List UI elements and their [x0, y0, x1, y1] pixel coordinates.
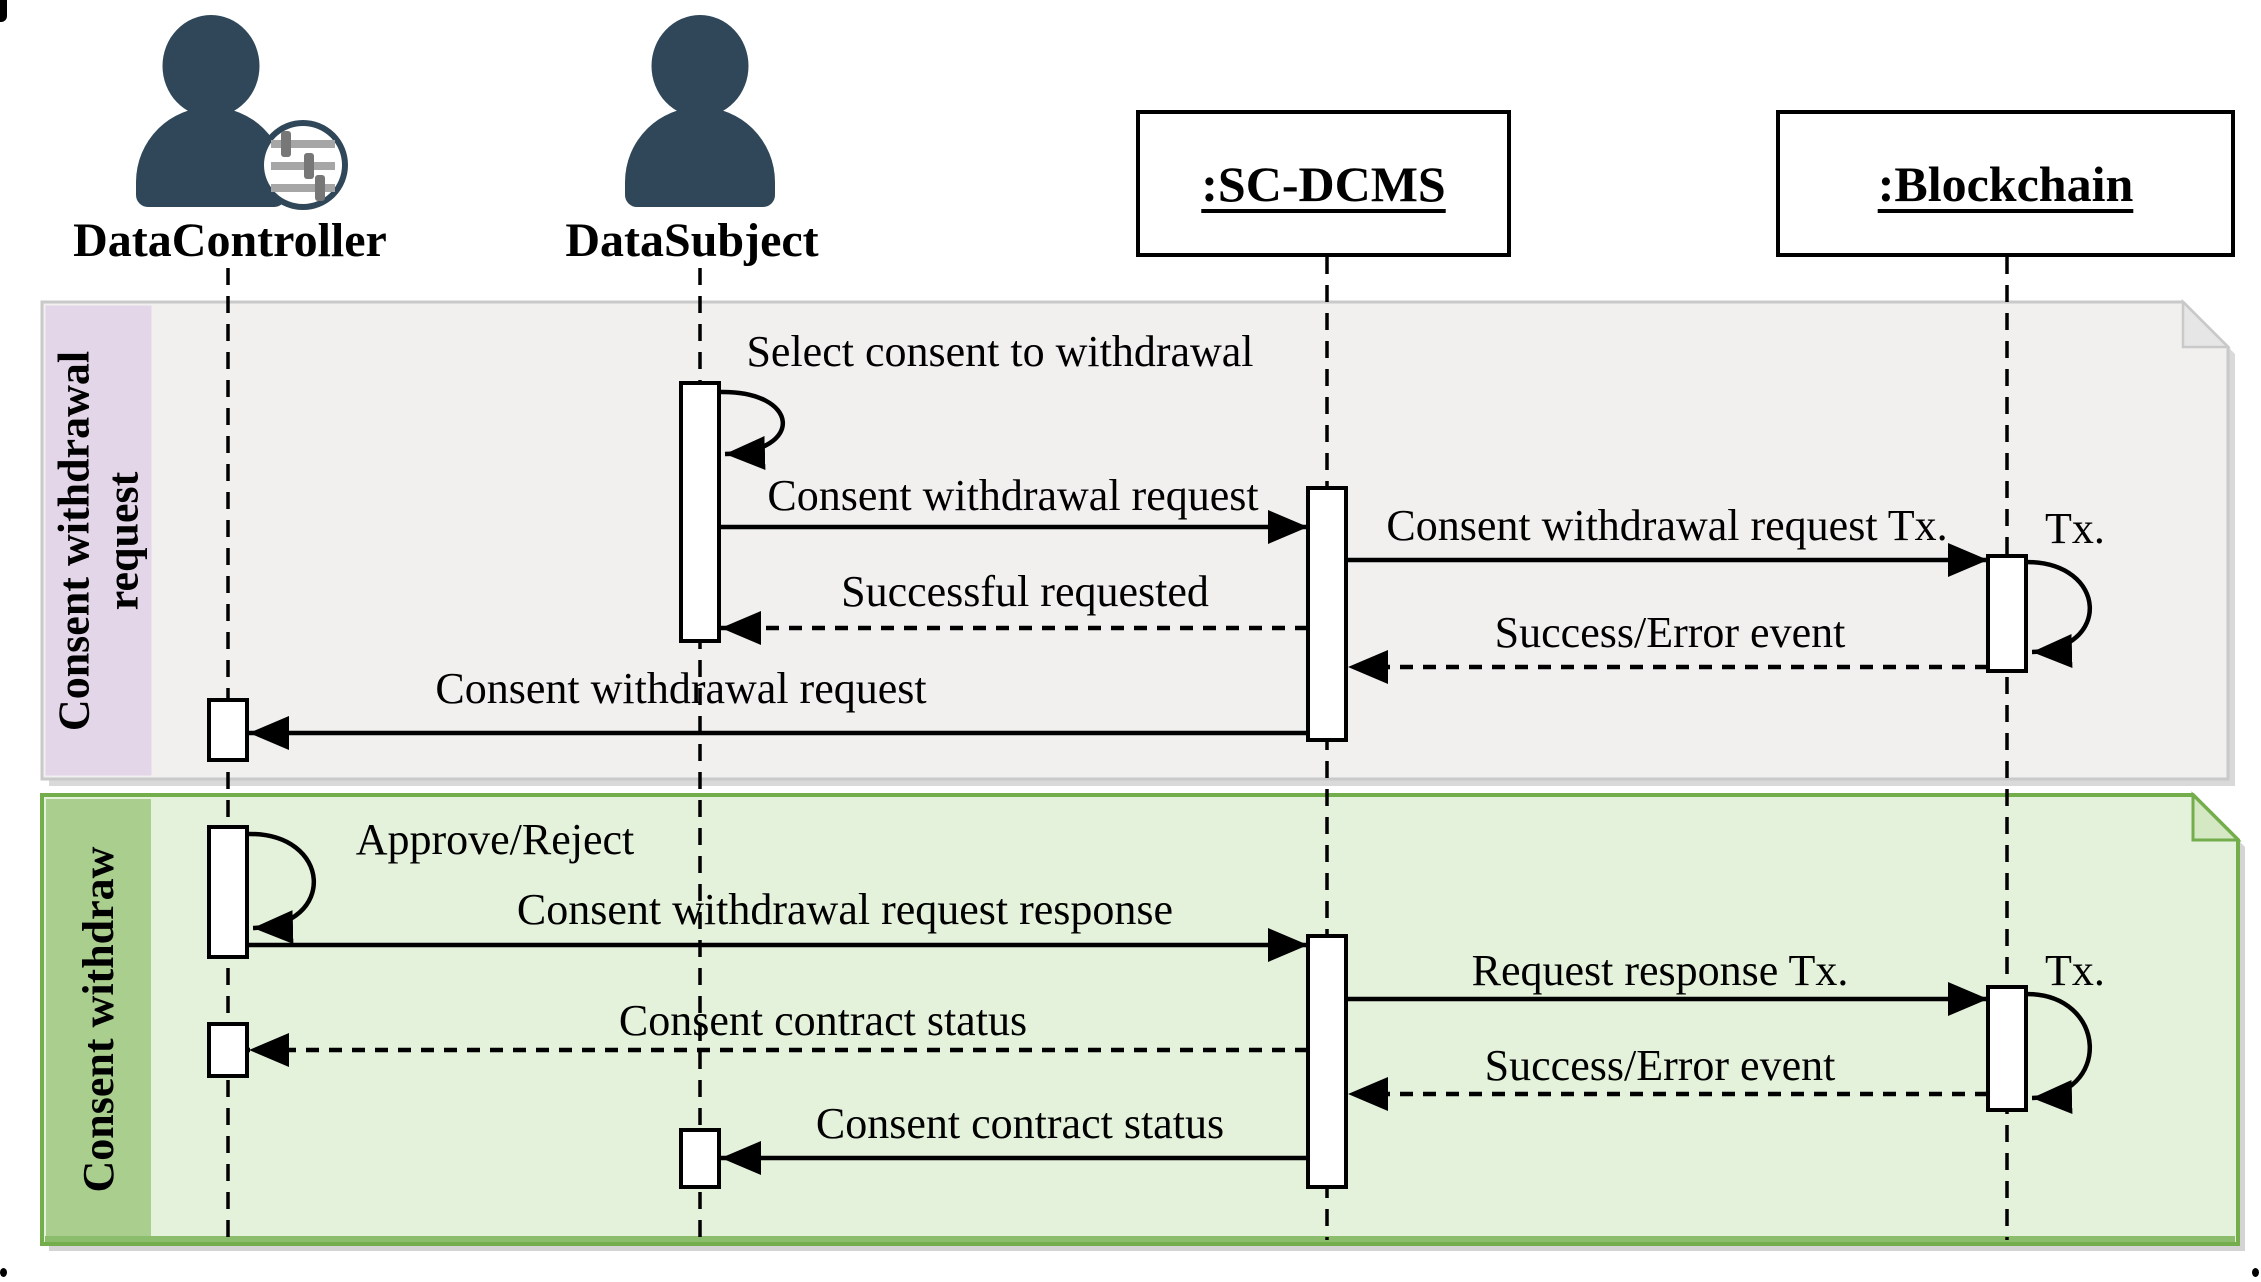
frame2-label-strip — [46, 799, 151, 1240]
data-subject-label: DataSubject — [565, 214, 819, 267]
activation-data-controller-2 — [207, 825, 249, 959]
message-approve-reject: Approve/Reject — [355, 815, 635, 864]
corner-artifact — [0, 1268, 7, 1277]
frame1-label: Consent withdrawal request — [49, 350, 148, 732]
blockchain-label: :Blockchain — [1877, 155, 2134, 212]
slider-handle-icon — [304, 153, 315, 179]
person-head-icon — [651, 15, 749, 117]
sc-dcms-label: :SC-DCMS — [1201, 155, 1446, 212]
sc-dcms-object-box: :SC-DCMS — [1136, 110, 1511, 257]
message-successful-requested: Successful requested — [841, 567, 1209, 616]
data-controller-label: DataController — [73, 214, 387, 267]
corner-artifact — [2252, 1268, 2259, 1277]
activation-blockchain-2 — [1986, 985, 2028, 1112]
activation-blockchain-1 — [1986, 554, 2028, 673]
data-controller-actor-icon — [136, 15, 286, 207]
message-select-consent: Select consent to withdrawal — [746, 327, 1254, 376]
arrow-tx-self-2 — [2025, 991, 2093, 1114]
frame2-label: Consent withdraw — [73, 846, 123, 1193]
slider-handle-icon — [281, 131, 292, 157]
message-tx-1: Tx. — [2045, 504, 2105, 553]
message-success-error-1: Success/Error event — [1494, 608, 1846, 657]
message-success-error-2: Success/Error event — [1484, 1041, 1836, 1090]
message-withdrawal-request: Consent withdrawal request — [767, 471, 1259, 520]
message-withdrawal-request-response: Consent withdrawal request response — [516, 885, 1174, 934]
frame2-consent-withdraw — [40, 793, 2240, 1246]
frame1-label-strip — [45, 305, 152, 776]
slider-row-icon — [271, 153, 335, 179]
arrow-select-consent-self — [718, 389, 786, 470]
activation-data-controller-1 — [207, 698, 249, 762]
activation-data-subject-2 — [679, 1128, 721, 1189]
message-request-response-tx: Request response Tx. — [1471, 946, 1849, 995]
corner-artifact — [0, 0, 7, 22]
message-withdrawal-request-tx: Consent withdrawal request Tx. — [1386, 501, 1948, 550]
frame1-dogear-fold — [2181, 298, 2232, 349]
activation-data-controller-3 — [207, 1022, 249, 1078]
arrow-tx-self-1 — [2025, 559, 2092, 668]
slider-handle-icon — [314, 175, 325, 201]
person-torso-icon — [625, 107, 775, 207]
activation-sc-dcms-1 — [1306, 486, 1348, 742]
data-subject-actor-icon — [625, 15, 775, 207]
message-contract-status-to-subject: Consent contract status — [815, 1099, 1225, 1148]
message-tx-2: Tx. — [2045, 946, 2105, 995]
activation-data-subject-1 — [679, 381, 721, 643]
frame2-dogear-fold — [2191, 791, 2242, 842]
person-head-icon — [162, 15, 260, 117]
message-contract-status-to-controller: Consent contract status — [618, 996, 1028, 1045]
blockchain-object-box: :Blockchain — [1776, 110, 2235, 257]
slider-row-icon — [271, 175, 335, 201]
activation-sc-dcms-2 — [1306, 934, 1348, 1189]
arrow-approve-reject-self — [246, 831, 317, 945]
message-withdrawal-request-to-controller: Consent withdrawal request — [435, 664, 927, 713]
settings-sliders-badge-icon — [258, 120, 348, 210]
frame1-consent-withdrawal-request — [40, 300, 2230, 781]
slider-row-icon — [271, 131, 335, 157]
